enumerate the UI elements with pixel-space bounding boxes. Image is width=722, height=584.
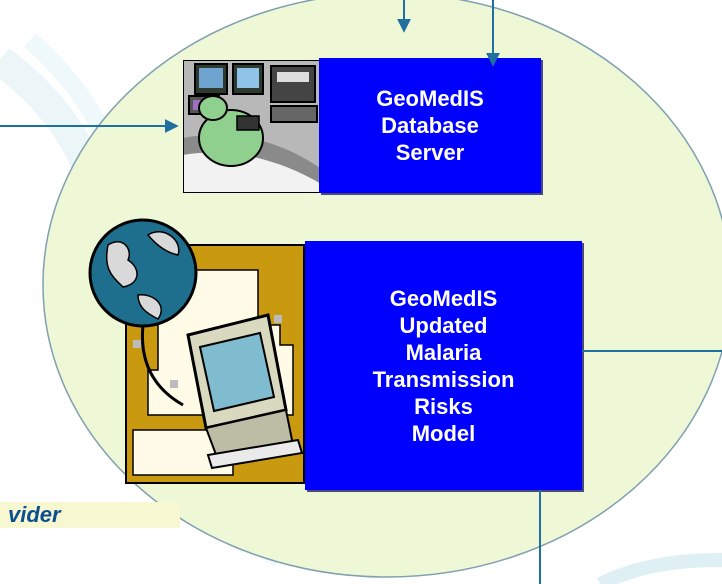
globe-computer-clipart-icon	[88, 218, 305, 484]
database-server-label: GeoMedIS Database Server	[376, 86, 484, 165]
risk-model-box: GeoMedIS Updated Malaria Transmission Ri…	[305, 241, 582, 490]
database-server-box: GeoMedIS Database Server	[319, 58, 541, 193]
provider-label-text: vider	[8, 502, 61, 527]
control-room-clipart-icon	[183, 60, 323, 193]
risk-model-label: GeoMedIS Updated Malaria Transmission Ri…	[372, 285, 515, 446]
provider-label: vider	[0, 502, 180, 528]
